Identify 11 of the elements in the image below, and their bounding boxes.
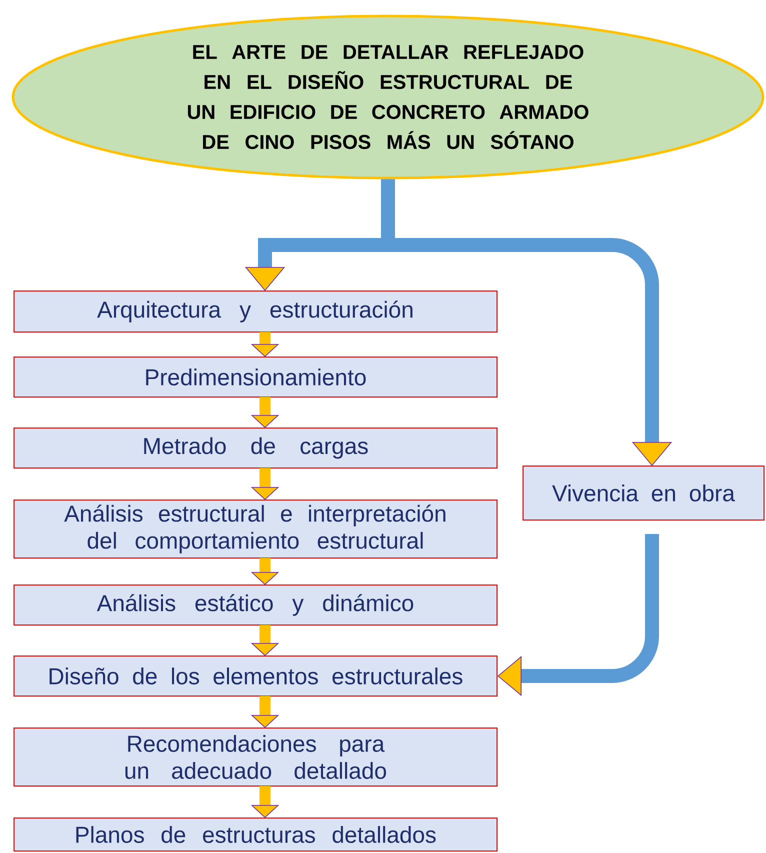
process-box: Análisis estático y dinámico — [14, 584, 498, 626]
process-box: Diseño de los elementos estructurales — [14, 656, 498, 696]
process-box: Metrado de cargas — [14, 428, 498, 468]
process-box: Predimensionamiento — [14, 356, 498, 398]
arrow — [498, 534, 659, 696]
process-box: Recomendaciones para un adecuado detallado — [14, 728, 498, 786]
process-box: Vivencia en obra — [522, 466, 764, 520]
process-box: Análisis estructural e interpretación del comportamiento estructural — [14, 500, 498, 558]
arrow — [381, 179, 672, 466]
process-box: Planos de estructuras detallados — [14, 818, 498, 852]
process-box: Arquitectura y estructuración — [14, 290, 498, 332]
